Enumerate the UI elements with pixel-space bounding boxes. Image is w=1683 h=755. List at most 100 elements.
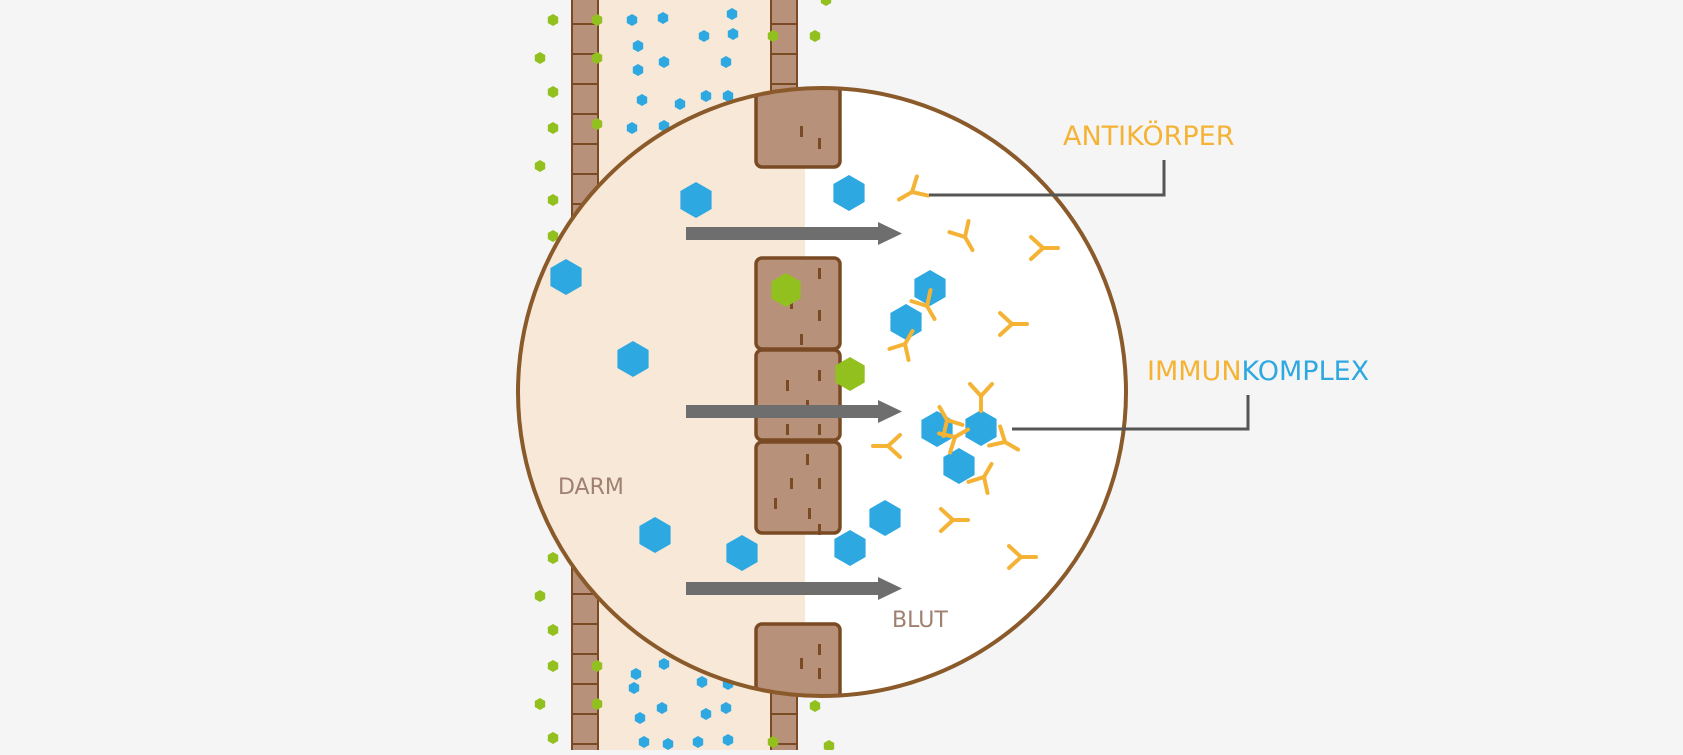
blue-hexagon-icon	[722, 90, 734, 102]
green-hexagon-icon	[547, 86, 559, 98]
green-hexagon-icon	[591, 14, 603, 26]
blue-hexagon-icon	[722, 734, 734, 746]
cell-mark	[818, 524, 821, 535]
blue-hexagon-icon	[833, 175, 865, 211]
y-shaped-antibody-icon	[937, 427, 970, 455]
y-shaped-antibody-icon	[939, 507, 970, 533]
right-arrow-icon	[686, 577, 902, 600]
blue-hexagon-icon	[630, 668, 642, 680]
blue-hexagon-icon	[658, 658, 670, 670]
y-shaped-antibody-icon	[1007, 544, 1038, 570]
green-hexagon-icon	[547, 14, 559, 26]
cell-mark	[790, 478, 793, 489]
blue-hexagon-icon	[639, 517, 671, 553]
blue-hexagon-icon	[726, 8, 738, 20]
blue-hexagon-icon	[869, 500, 901, 536]
green-hexagon-icon	[809, 30, 821, 42]
epithelial-cell	[754, 256, 842, 351]
cell-texture	[774, 126, 821, 679]
strip-particles	[534, 0, 835, 752]
blue-hexagon-icon	[656, 702, 668, 714]
green-hexagon-icon	[534, 52, 546, 64]
blue-hexagon-icon	[943, 448, 975, 484]
blue-hexagon-icon	[657, 12, 669, 24]
right-arrow-icon	[686, 222, 902, 245]
brick	[571, 713, 599, 745]
green-hexagon-icon	[591, 698, 603, 710]
green-hexagon-icon	[767, 736, 779, 748]
cell-mark	[800, 334, 803, 345]
cell-mark	[818, 424, 821, 435]
cell-mark	[806, 454, 809, 465]
green-hexagon-icon	[820, 0, 832, 6]
brick	[571, 83, 599, 115]
blue-hexagon-icon	[632, 40, 644, 52]
epithelial-cell	[754, 88, 842, 169]
blue-hexagon-icon	[700, 90, 712, 102]
darm-label: DARM	[558, 475, 624, 500]
antikoerper-label: ANTIKÖRPER	[1063, 120, 1234, 152]
blue-hexagon-icon	[550, 259, 582, 295]
blue-hexagon-icon	[698, 30, 710, 42]
y-shaped-antibody-icon	[887, 329, 915, 362]
blue-hexagon-icon	[634, 712, 646, 724]
green-hexagon-icon	[591, 660, 603, 672]
y-shaped-antibody-icon	[947, 219, 975, 252]
cell-mark	[800, 126, 803, 137]
blue-hexagon-icon	[720, 702, 732, 714]
green-particles	[771, 273, 865, 391]
blue-hexagon-icon	[834, 530, 866, 566]
blue-hexagon-icon	[674, 98, 686, 110]
green-hexagon-icon	[809, 700, 821, 712]
immunkomplex-label-komplex: KOMPLEX	[1242, 356, 1370, 387]
green-hexagon-icon	[534, 698, 546, 710]
epithelial-cell	[754, 348, 842, 442]
y-shaped-antibody-icon	[871, 433, 902, 459]
cell-mark	[808, 508, 811, 519]
cell-mark	[786, 380, 789, 391]
cell-mark	[774, 498, 777, 509]
cell-mark	[818, 478, 821, 489]
cell-mark	[818, 268, 821, 279]
green-hexagon-icon	[767, 30, 779, 42]
green-hexagon-icon	[534, 160, 546, 172]
blue-hexagon-icon	[662, 738, 674, 750]
blue-hexagon-icon	[700, 708, 712, 720]
cell-mark	[800, 658, 803, 669]
y-shaped-antibody-icon	[1029, 235, 1060, 261]
brick	[571, 593, 599, 625]
green-hexagon-icon	[823, 740, 835, 752]
antikoerper-leader-line	[929, 160, 1166, 197]
brick	[571, 683, 599, 715]
cell-mark	[818, 644, 821, 655]
y-shaped-antibody-icon	[998, 311, 1029, 337]
blue-hexagon-icon	[632, 64, 644, 76]
right-arrow-icon	[686, 400, 902, 423]
y-shaped-antibody-icon	[897, 174, 930, 202]
y-shaped-antibody-icon	[909, 288, 937, 321]
green-hexagon-icon	[534, 590, 546, 602]
blue-hexagon-icon	[692, 736, 704, 748]
blue-hexagon-icon	[658, 56, 670, 68]
y-shaped-antibody-icon	[966, 462, 994, 495]
green-hexagon-icon	[591, 52, 603, 64]
green-hexagon-icon	[547, 122, 559, 134]
brick	[571, 23, 599, 55]
blue-hexagon-icon	[617, 341, 649, 377]
blue-hexagon-icon	[965, 410, 997, 446]
green-hexagon-icon	[547, 624, 559, 636]
blue-hexagon-icon	[636, 94, 648, 106]
green-hexagon-icon	[835, 357, 865, 391]
green-hexagon-icon	[547, 552, 559, 564]
blue-hexagon-icon	[720, 56, 732, 68]
y-shaped-antibody-icon	[987, 424, 1020, 452]
green-hexagon-icon	[771, 273, 801, 307]
blue-hexagon-icon	[914, 270, 946, 306]
green-hexagon-icon	[547, 230, 559, 242]
magnifier-circle	[516, 86, 1128, 698]
transport-arrows	[686, 222, 902, 600]
y-shaped-antibody-icon	[968, 382, 994, 413]
cell-mark	[818, 138, 821, 149]
immunkomplex-label: IMMUNKOMPLEX	[1147, 356, 1369, 387]
